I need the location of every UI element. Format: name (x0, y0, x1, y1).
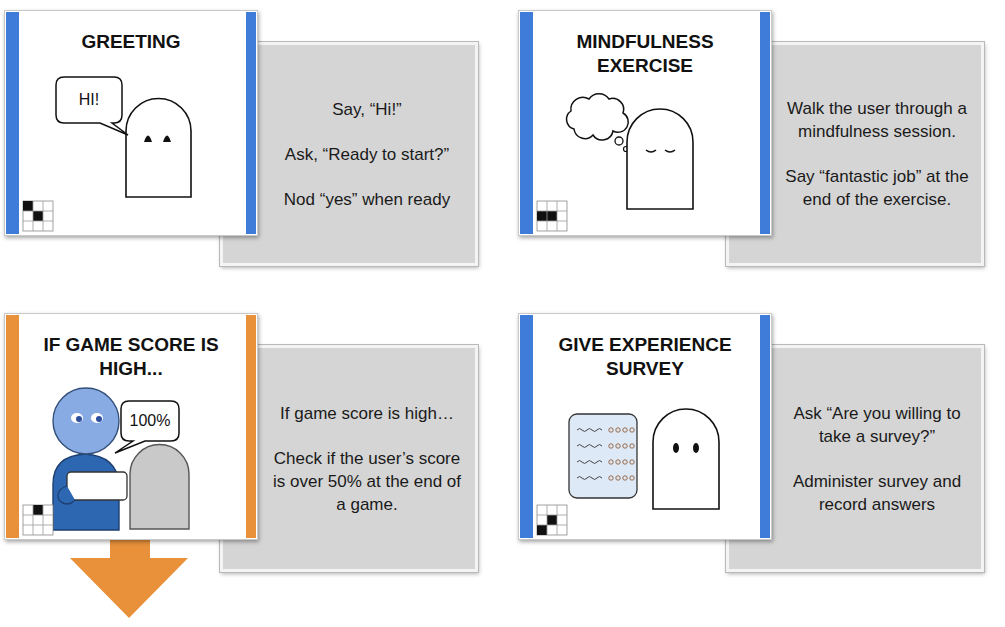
grid-icon (23, 201, 53, 231)
instruction-text: Check if the user’s score is over 50% at… (269, 447, 465, 516)
grid-frame (23, 505, 53, 535)
robot-eye (673, 443, 679, 453)
instruction-text: Nod “yes” when ready (269, 188, 465, 211)
survey-question-lines (577, 429, 602, 480)
grid-icon (537, 505, 567, 535)
instruction-text: Say “fantastic job” at the end of the ex… (783, 165, 971, 211)
step-card: GIVE EXPERIENCE SURVEY (518, 313, 772, 540)
grid-lines (537, 201, 567, 231)
card-bar (246, 12, 256, 234)
thought-cloud (567, 94, 629, 140)
robot-eye-closed (646, 150, 656, 152)
ghost-robot (130, 445, 189, 530)
instruction-text: Ask “Are you willing to take a survey?” (783, 402, 971, 448)
grid-cell (547, 515, 557, 525)
grid-icon (537, 201, 567, 231)
grid-lines (23, 505, 53, 535)
card-title: GIVE EXPERIENCE SURVEY (539, 314, 751, 381)
robot-eye (144, 136, 152, 143)
step-card: MINDFULNESS EXERCISE (518, 10, 772, 236)
thought-dot (615, 137, 623, 145)
ghost-robot (653, 409, 719, 509)
card-bar (520, 12, 533, 234)
grid-frame (537, 505, 567, 535)
instruction-text: Administer survey and record answers (783, 470, 971, 516)
ghost-robot (126, 99, 191, 198)
card-bar (6, 315, 19, 538)
grid-cell (23, 201, 33, 211)
instruction-text: If game score is high… (269, 402, 465, 425)
card-title: MINDFULNESS EXERCISE (539, 11, 751, 78)
person-eye (71, 413, 83, 423)
bubble-text: HI! (79, 91, 99, 109)
grid-frame (537, 201, 567, 231)
tablet (67, 472, 127, 500)
down-arrow (70, 538, 188, 618)
card-bar (6, 12, 19, 234)
card-bar (246, 315, 256, 538)
instruction-text: Walk the user through a mindfulness sess… (783, 97, 971, 143)
robot-eye-closed (665, 150, 675, 152)
card-bar (760, 12, 770, 234)
person-hand (58, 486, 75, 504)
grid-lines (537, 505, 567, 535)
grid-frame (23, 201, 53, 231)
step-card: GREETING HI! (4, 10, 258, 236)
speech-bubble: HI! (56, 77, 122, 123)
card-title: GREETING (25, 11, 237, 54)
person-pupil (76, 416, 82, 422)
instruction-card: Say, “Hi!” Ask, “Ready to start?” Nod “yes… (220, 42, 478, 266)
grid-icon (23, 505, 53, 535)
robot-eye (163, 136, 171, 143)
person-head (53, 388, 119, 454)
instruction-card: If game score is high… Check if the user’… (220, 345, 478, 572)
bubble-text: 100% (130, 412, 171, 430)
grid-cell (537, 525, 547, 535)
grid-lines (23, 201, 53, 231)
card-title: IF GAME SCORE IS HIGH... (25, 314, 237, 381)
survey-options (609, 428, 634, 480)
card-bar (760, 315, 770, 538)
survey-sheet (569, 414, 637, 498)
condition-card: IF GAME SCORE IS HIGH... 100% (4, 313, 258, 540)
bubble-shape (115, 401, 179, 453)
ghost-robot (627, 109, 693, 209)
grid-cell (33, 505, 43, 515)
person-eye (91, 413, 103, 423)
speech-bubble: 100% (121, 401, 179, 441)
instruction-text: Say, “Hi!” (269, 98, 465, 121)
card-bar (520, 315, 533, 538)
grid-cell (33, 211, 43, 221)
bubble-shape (56, 77, 128, 135)
robot-eye (693, 443, 699, 453)
person-pupil (96, 416, 102, 422)
instruction-text: Ask, “Ready to start?” (269, 143, 465, 166)
